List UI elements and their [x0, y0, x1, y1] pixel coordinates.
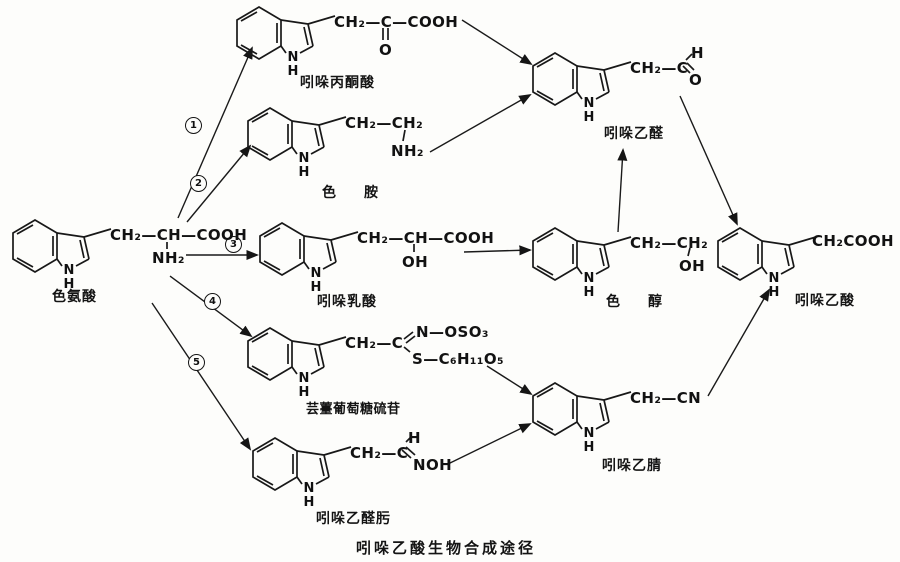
tryptophan-indole-ring: N H [12, 219, 112, 292]
step-5-marker: 5 [188, 354, 205, 371]
h-atom: H [584, 110, 595, 125]
indolelactic-name-label: 吲哚乳酸 [317, 293, 377, 309]
acetaldehyde-h-atom: H [691, 44, 704, 62]
glucobrassicin-sulfate-group: N—OSO₃ [416, 323, 489, 341]
arrow-acetaldehyde-to-iaa [679, 95, 738, 226]
side-chain-bonds [166, 28, 695, 459]
bond-oxime-c-n-1 [401, 449, 412, 459]
acetaldehyde-indole-ring: N H [532, 52, 632, 125]
h-atom: H [299, 165, 310, 180]
indolepyruvic-formula: CH₂—C—COOH [334, 13, 459, 31]
bond-aldehyde-c-h [685, 53, 693, 61]
n-atom: N [584, 271, 595, 286]
bond-tryptophol-oh [687, 247, 691, 257]
aldoxime-h-atom: H [408, 429, 421, 447]
tryptophol-name-label: 色醇 [606, 293, 690, 309]
n-atom: N [64, 263, 75, 278]
glucobrassicin-name-label: 芸薹葡萄糖硫苷 [306, 401, 401, 416]
acetonitrile-name-label: 吲哚乙腈 [602, 457, 662, 473]
h-atom: H [64, 277, 75, 292]
h-atom: H [299, 385, 310, 400]
aldoxime-name-label: 吲哚乙醛肟 [316, 510, 391, 526]
arrow-indolepyruvic-to-acetaldehyde [461, 19, 533, 66]
h-atom: H [769, 285, 780, 300]
n-atom: N [304, 481, 315, 496]
bond-tryptamine-nh2 [402, 129, 406, 142]
n-atom: N [584, 426, 595, 441]
tryptophan-amine-group: NH₂ [152, 249, 185, 267]
n-atom: N [584, 96, 595, 111]
n-atom: N [299, 151, 310, 166]
aldoxime-noh-group: NOH [413, 456, 453, 474]
iaa-indole-ring: N H [717, 227, 817, 300]
glucobrassicin-thioglucose-group: S—C₆H₁₁O₅ [412, 350, 504, 368]
bond-oxime-c-h [405, 436, 412, 443]
bond-glb-c-s [403, 346, 411, 353]
acetaldehyde-name-label: 吲哚乙醛 [604, 125, 664, 141]
acetonitrile-formula: CH₂—CN [630, 389, 702, 407]
bond-aldehyde-c-o-1 [682, 65, 691, 74]
h-atom: H [584, 440, 595, 455]
glucobrassicin-indole-ring: N H [247, 327, 347, 400]
n-atom: N [311, 266, 322, 281]
indolelactic-hydroxyl-group: OH [402, 253, 429, 271]
arrow-tryptamine-to-acetaldehyde [429, 94, 532, 153]
tryptamine-indole-ring: N H [247, 107, 347, 180]
step-1-marker: 1 [185, 117, 202, 134]
indolepyruvic-keto-oxygen: O [379, 41, 393, 59]
bond-aldehyde-c-o-2 [686, 62, 695, 71]
indolelactic-indole-ring: N H [259, 222, 359, 295]
arrow-step5-to-aldoxime [151, 302, 252, 451]
tryptophan-name-label: 色氨酸 [52, 288, 97, 304]
arrow-step1-to-indolepyruvic [177, 46, 253, 219]
acetaldehyde-formula: CH₂—C [630, 59, 689, 77]
step-2-marker: 2 [190, 175, 207, 192]
tryptamine-formula: CH₂—CH₂ [345, 114, 424, 132]
tryptophol-hydroxyl-group: OH [679, 257, 706, 275]
h-atom: H [304, 495, 315, 510]
acetaldehyde-oxygen: O [689, 71, 703, 89]
tryptamine-name-label: 色胺 [322, 184, 406, 200]
diagram-caption: 吲哚乙酸生物合成途径 [356, 540, 537, 557]
bond-oxime-c-n-2 [405, 446, 416, 456]
acetonitrile-indole-ring: N H [532, 382, 632, 455]
step-3-marker: 3 [225, 236, 242, 253]
h-atom: H [311, 280, 322, 295]
n-atom: N [769, 271, 780, 286]
tryptophan-formula: CH₂—CH—COOH [110, 226, 248, 244]
tryptamine-amine-group: NH₂ [391, 142, 424, 160]
iaa-formula: CH₂COOH [812, 232, 894, 250]
bond-glb-c-n-2 [405, 335, 416, 344]
arrow-acetonitrile-to-iaa [707, 288, 770, 397]
glucobrassicin-formula: CH₂—C [345, 334, 404, 352]
arrow-tryptophol-to-acetaldehyde [617, 148, 628, 233]
h-atom: H [288, 64, 299, 79]
n-atom: N [288, 50, 299, 65]
arrow-indolelactic-to-tryptophol [463, 245, 532, 256]
arrow-step2-to-tryptamine [186, 144, 252, 223]
n-atom: N [299, 371, 310, 386]
bond-glb-c-n-1 [403, 331, 414, 340]
tryptophol-formula: CH₂—CH₂ [630, 234, 709, 252]
aldoxime-formula: CH₂—C [350, 444, 409, 462]
arrow-glucobrassicin-to-acetonitrile [486, 365, 533, 396]
indolepyruvic-indole-ring: N H [236, 6, 336, 79]
pathway-arrows [151, 19, 770, 465]
arrow-aldoxime-to-acetonitrile [447, 423, 532, 465]
indolelactic-formula: CH₂—CH—COOH [357, 229, 495, 247]
indolepyruvic-name-label: 吲哚丙酮酸 [300, 74, 375, 90]
aldoxime-indole-ring: N H [252, 437, 352, 510]
h-atom: H [584, 285, 595, 300]
tryptophol-indole-ring: N H [532, 227, 632, 300]
iaa-name-label: 吲哚乙酸 [795, 292, 855, 308]
step-4-marker: 4 [204, 293, 221, 310]
